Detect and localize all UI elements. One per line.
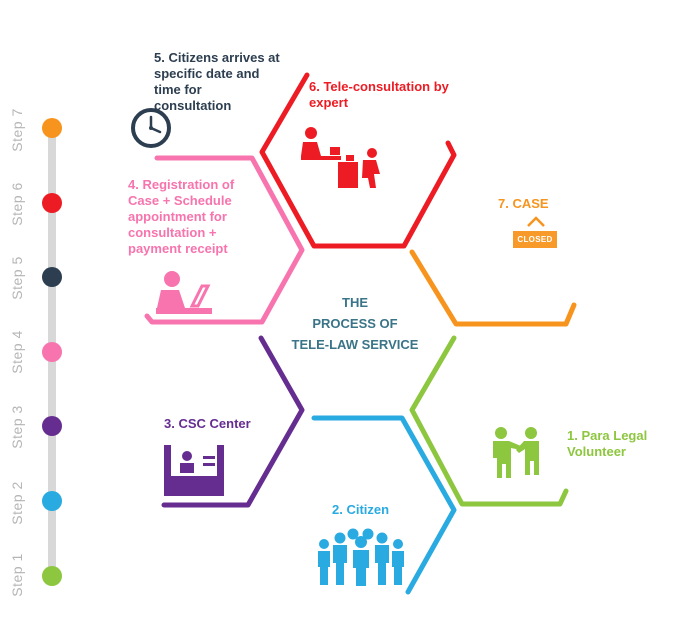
step-label-7: Step 7	[9, 108, 25, 152]
step-label-3: Step 3	[9, 405, 25, 449]
stage4-label: 4. Registration of Case + Schedule appoi…	[128, 177, 235, 256]
step-label-2: Step 2	[9, 481, 25, 525]
center-title: THE PROCESS OF TELE-LAW SERVICE	[270, 292, 440, 355]
handshake-people-icon	[493, 427, 539, 478]
stage7-label: 7. CASE	[498, 196, 549, 211]
csc-center-icon	[164, 445, 224, 496]
clock-icon	[131, 108, 171, 148]
step1-dot	[42, 566, 62, 586]
center-title-line1: THE	[342, 295, 368, 310]
step3-dot	[42, 416, 62, 436]
tele-consultation-icon	[301, 127, 380, 188]
hex-outline-registration	[144, 155, 305, 325]
hex-outline-tele-consultation	[259, 72, 457, 249]
stage2-label: 2. Citizen	[332, 502, 390, 517]
step7-dot	[42, 118, 62, 138]
step-label-1: Step 1	[9, 553, 25, 597]
step4-dot	[42, 342, 62, 362]
stage6-label: 6. Tele-consultation by expert	[309, 79, 449, 110]
center-title-line3: TELE-LAW SERVICE	[291, 337, 419, 352]
step-label-4: Step 4	[9, 330, 25, 374]
stage3-label: 3. CSC Center	[164, 416, 251, 431]
closed-badge: CLOSED	[513, 231, 557, 248]
stage5-label: 5. Citizens arrives at specific date and…	[154, 50, 280, 113]
hex-outline-citizen	[311, 415, 457, 595]
step-label-5: Step 5	[9, 256, 25, 300]
group-people-icon	[318, 528, 404, 586]
step6-dot	[42, 193, 62, 213]
center-title-line2: PROCESS OF	[312, 316, 398, 331]
hex-outline-para-legal	[409, 335, 569, 507]
hex-outline-case-closed	[409, 249, 577, 327]
stage1-label: 1. Para Legal Volunteer	[567, 428, 648, 459]
step2-dot	[42, 491, 62, 511]
hex-outline-csc-center	[161, 335, 305, 508]
person-laptop-icon	[156, 271, 212, 314]
step-label-6: Step 6	[9, 182, 25, 226]
case-closed-icon	[527, 216, 545, 227]
step5-dot	[42, 267, 62, 287]
